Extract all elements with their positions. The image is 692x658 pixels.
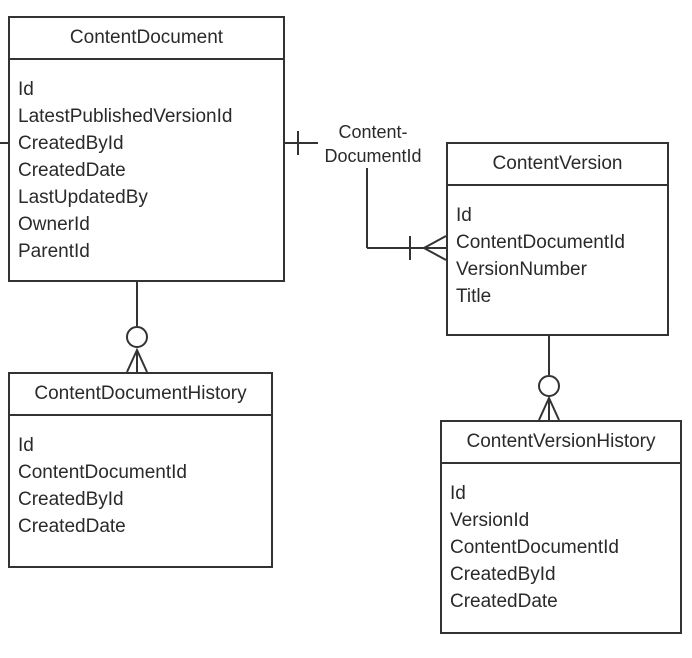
entity-field: Id: [18, 79, 34, 100]
relationship-label-line: Content-: [338, 122, 408, 142]
entity-title: ContentDocumentHistory: [10, 374, 271, 416]
zero-circle-marker: [538, 375, 560, 397]
entity-field: Id: [18, 435, 34, 456]
entity-field-list: Id LatestPublishedVersionId CreatedById …: [10, 60, 283, 265]
entity-content-version-history: ContentVersionHistory Id VersionId Conte…: [440, 420, 682, 634]
entity-field: Id: [450, 483, 466, 504]
entity-content-document-history: ContentDocumentHistory Id ContentDocumen…: [8, 372, 273, 568]
entity-field: CreatedById: [18, 489, 124, 510]
entity-field-list: Id VersionId ContentDocumentId CreatedBy…: [442, 464, 680, 615]
entity-field: CreatedById: [18, 133, 124, 154]
entity-field-list: Id ContentDocumentId VersionNumber Title: [448, 186, 667, 310]
entity-field: CreatedById: [450, 564, 556, 585]
entity-field-list: Id ContentDocumentId CreatedById Created…: [10, 416, 271, 540]
entity-field: OwnerId: [18, 214, 90, 235]
entity-field: VersionNumber: [456, 259, 587, 280]
entity-field: LatestPublishedVersionId: [18, 106, 233, 127]
entity-field: ContentDocumentId: [456, 232, 625, 253]
zero-circle-marker: [126, 326, 148, 348]
entity-field: CreatedDate: [18, 160, 126, 181]
relationship-version-to-history: [538, 336, 560, 421]
entity-field: VersionId: [450, 510, 530, 531]
entity-title: ContentVersionHistory: [442, 422, 680, 464]
entity-field: LastUpdatedBy: [18, 187, 148, 208]
entity-field: Id: [456, 205, 472, 226]
relationship-document-to-version: [284, 131, 447, 261]
entity-content-document: ContentDocument Id LatestPublishedVersio…: [8, 16, 285, 282]
entity-field: ContentDocumentId: [450, 537, 619, 558]
entity-field: CreatedDate: [450, 591, 558, 612]
relationship-document-to-history: [126, 282, 148, 373]
entity-field: CreatedDate: [18, 516, 126, 537]
relationship-label-line: DocumentId: [324, 146, 422, 166]
entity-field: ContentDocumentId: [18, 462, 187, 483]
relationship-label: Content- DocumentId: [310, 120, 436, 168]
entity-title: ContentVersion: [448, 144, 667, 186]
many-crowfoot-marker: [421, 235, 447, 261]
entity-title: ContentDocument: [10, 18, 283, 60]
entity-field: ParentId: [18, 241, 90, 262]
entity-content-version: ContentVersion Id ContentDocumentId Vers…: [446, 142, 669, 336]
entity-field: Title: [456, 286, 492, 307]
